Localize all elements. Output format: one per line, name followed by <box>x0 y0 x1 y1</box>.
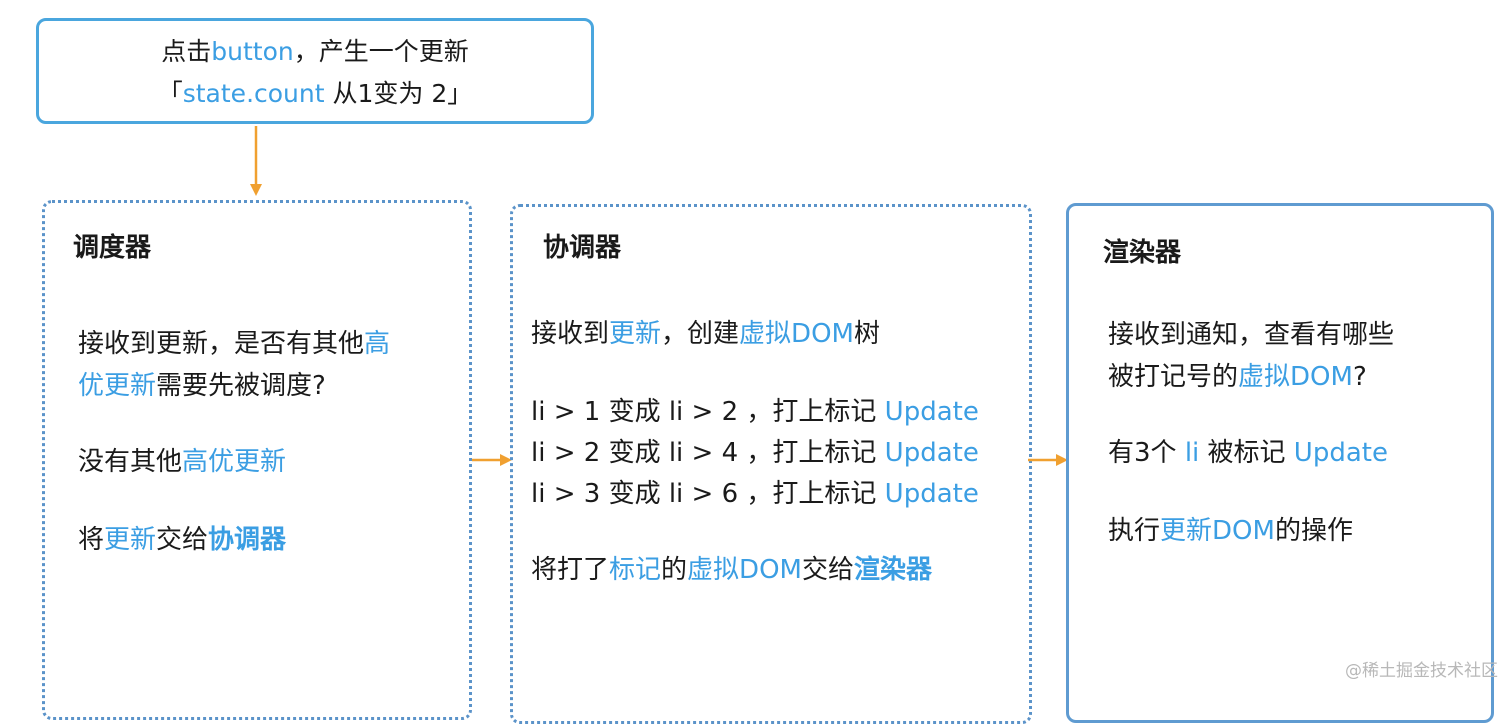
scheduler-line-3: 没有其他高优更新 <box>78 447 287 477</box>
renderer-line-3: 有3个 li 被标记 Update <box>1108 438 1388 468</box>
trigger-line-1: 点击button，产生一个更新 <box>161 37 469 66</box>
scheduler-line-4: 将更新交给协调器 <box>78 525 287 555</box>
scheduler-title: 调度器 <box>73 233 152 263</box>
renderer-line-4: 执行更新DOM的操作 <box>1108 516 1353 546</box>
reconciler-panel: 协调器 接收到更新，创建虚拟DOM树 li > 1 变成 li > 2 ，打上标… <box>510 204 1032 724</box>
reconciler-item-2: li > 2 变成 li > 4 ，打上标记 Update <box>531 438 979 468</box>
button-keyword: button <box>211 37 294 66</box>
update-trigger-box: 点击button，产生一个更新 「state.count 从1变为 2」 <box>36 18 594 124</box>
watermark: @稀土掘金技术社区 <box>1345 661 1498 681</box>
renderer-title: 渲染器 <box>1103 238 1182 268</box>
reconciler-item-1: li > 1 变成 li > 2 ，打上标记 Update <box>531 397 979 427</box>
renderer-line-2: 被打记号的虚拟DOM? <box>1108 362 1367 392</box>
trigger-line-2: 「state.count 从1变为 2」 <box>157 79 473 108</box>
arrow-to-renderer <box>1028 454 1068 466</box>
reconciler-item-3: li > 3 变成 li > 6 ，打上标记 Update <box>531 479 979 509</box>
scheduler-panel: 调度器 接收到更新，是否有其他高 优更新需要先被调度? 没有其他高优更新 将更新… <box>42 200 472 720</box>
reconciler-title: 协调器 <box>543 233 622 263</box>
arrow-to-reconciler <box>472 454 512 466</box>
renderer-panel: 渲染器 接收到通知，查看有哪些 被打记号的虚拟DOM? 有3个 li 被标记 U… <box>1066 203 1494 723</box>
arrow-down-to-scheduler <box>250 126 262 196</box>
renderer-line-1: 接收到通知，查看有哪些 <box>1108 320 1395 350</box>
state-count-keyword: state.count <box>182 79 325 108</box>
reconciler-line-5: 将打了标记的虚拟DOM交给渲染器 <box>531 555 932 585</box>
reconciler-line-1: 接收到更新，创建虚拟DOM树 <box>531 319 880 349</box>
scheduler-line-1: 接收到更新，是否有其他高 <box>78 329 391 359</box>
scheduler-line-2: 优更新需要先被调度? <box>78 371 326 401</box>
